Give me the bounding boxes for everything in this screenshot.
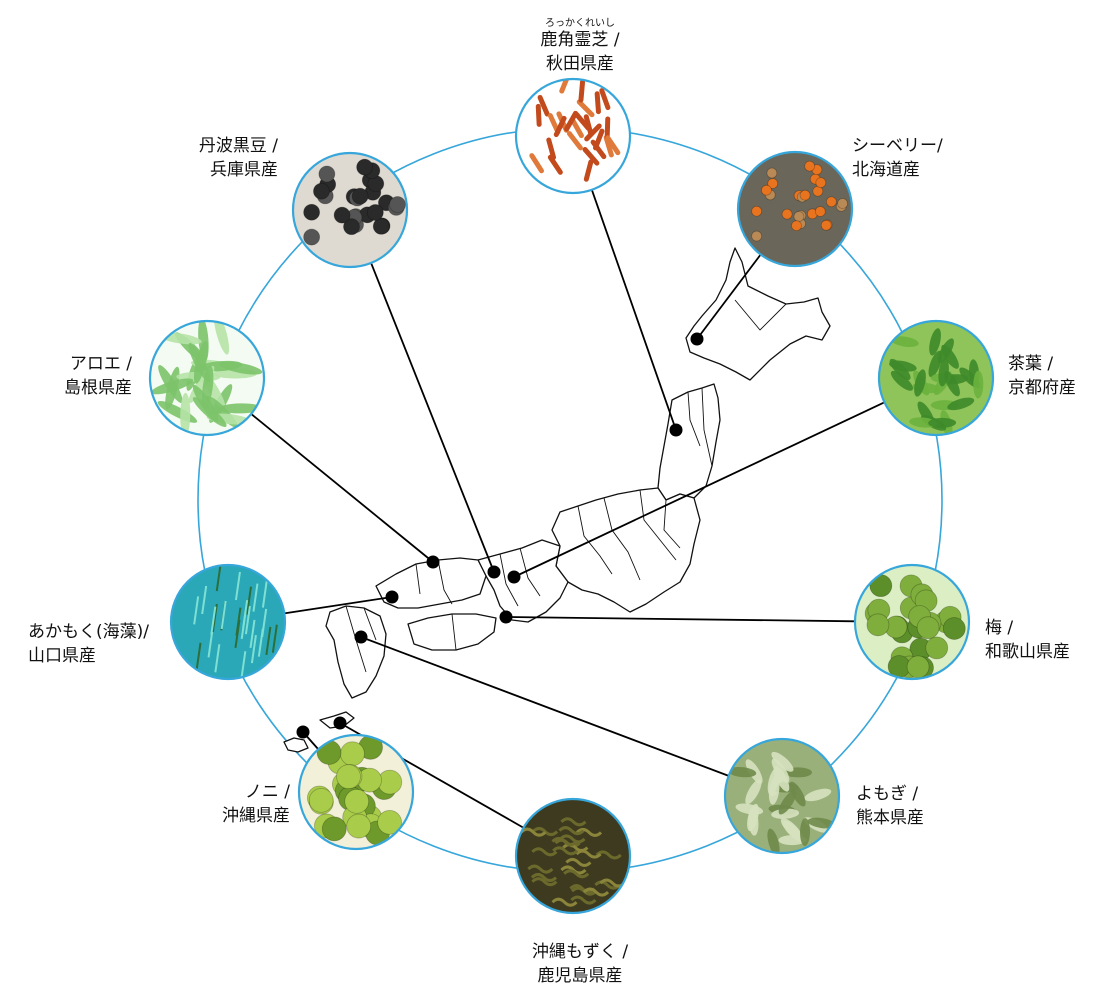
label-mozuku: 沖縄もずく / 鹿児島県産 <box>505 940 655 988</box>
label-seaberry: シーベリー/ 北海道産 <box>852 134 943 182</box>
label-noni-name: ノニ / <box>244 782 290 802</box>
connector-rokkaku <box>590 189 677 431</box>
label-akamoku-name: あかもく(海藻)/ <box>28 622 149 642</box>
connector-aloe <box>250 413 434 563</box>
akamoku-seaweed-icon <box>169 563 287 681</box>
prefecture-border-1 <box>639 489 677 561</box>
kansai-outline <box>477 539 569 623</box>
prefecture-border-8 <box>451 613 457 651</box>
prefecture-border-7 <box>415 563 421 595</box>
mozuku-seaweed-icon <box>514 797 632 915</box>
prefecture-border-4 <box>519 547 541 597</box>
prefecture-border-13 <box>734 299 787 331</box>
connector-ume <box>505 616 856 623</box>
label-kuromame-origin: 兵庫県産 <box>210 160 278 180</box>
prefecture-border-3 <box>663 499 681 549</box>
origin-dot-rokkaku <box>669 423 683 437</box>
ume-plum-icon <box>853 563 971 681</box>
noni-fruit-icon <box>297 733 415 851</box>
origin-dot-yomogi <box>354 630 368 644</box>
reishi-mushroom-icon <box>514 77 632 195</box>
prefecture-border-0 <box>603 497 641 581</box>
connector-akamoku <box>284 596 393 615</box>
connector-yomogi <box>360 636 729 777</box>
prefecture-border-10 <box>363 607 377 641</box>
prefecture-border-2 <box>577 505 613 575</box>
label-rokkaku: ろっかくれいし 鹿角霊芝 / 秋田県産 <box>523 18 637 76</box>
sea-buckthorn-berries-icon <box>736 150 854 268</box>
label-mozuku-origin: 鹿児島県産 <box>537 966 623 986</box>
label-ume-name: 梅 / <box>985 618 1014 638</box>
black-soybeans-icon <box>291 151 409 269</box>
origin-dot-akamoku <box>385 590 399 604</box>
label-noni-origin: 沖縄県産 <box>222 806 290 826</box>
prefecture-border-11 <box>687 391 701 447</box>
connector-tea <box>513 401 885 578</box>
prefecture-border-12 <box>701 387 713 467</box>
label-rokkaku-origin: 秋田県産 <box>546 54 614 74</box>
label-aloe: アロエ / 島根県産 <box>30 352 132 400</box>
label-seaberry-origin: 北海道産 <box>852 160 920 180</box>
label-akamoku: あかもく(海藻)/ 山口県産 <box>28 620 149 668</box>
prefecture-border-5 <box>499 553 519 607</box>
okinawa-outline <box>283 737 309 753</box>
label-akamoku-origin: 山口県産 <box>28 646 96 666</box>
connector-seaberry <box>696 253 762 340</box>
prefecture-border-6 <box>437 559 453 605</box>
label-yomogi: よもぎ / 熊本県産 <box>856 782 924 830</box>
tea-leaves-icon <box>877 319 995 437</box>
shikoku-outline <box>407 613 497 651</box>
label-tea-origin: 京都府産 <box>1008 378 1076 398</box>
hokkaido-outline <box>685 247 831 381</box>
label-kuromame: 丹波黒豆 / 兵庫県産 <box>180 134 278 182</box>
label-aloe-name: アロエ / <box>69 354 132 374</box>
origin-dot-noni <box>296 725 310 739</box>
aloe-icon <box>148 319 266 437</box>
origin-dot-kuromame <box>487 565 501 579</box>
origin-dot-ume <box>499 610 513 624</box>
label-seaberry-name: シーベリー/ <box>852 136 943 156</box>
label-ume: 梅 / 和歌山県産 <box>985 616 1070 664</box>
label-yomogi-name: よもぎ / <box>856 784 919 804</box>
origin-dot-seaberry <box>690 332 704 346</box>
chugoku-outline <box>375 557 487 609</box>
label-rokkaku-ruby: ろっかくれいし <box>545 18 615 29</box>
japan-map <box>283 247 831 753</box>
label-rokkaku-name: 鹿角霊芝 / <box>540 30 620 50</box>
label-kuromame-name: 丹波黒豆 / <box>198 136 278 156</box>
label-tea: 茶葉 / 京都府産 <box>1008 352 1076 400</box>
label-tea-name: 茶葉 / <box>1008 354 1054 374</box>
kyushu-outline <box>325 605 387 699</box>
connector-kuromame <box>370 262 495 573</box>
mugwort-icon <box>723 737 841 855</box>
origin-dot-tea <box>507 570 521 584</box>
origin-dot-aloe <box>426 555 440 569</box>
label-yomogi-origin: 熊本県産 <box>856 808 924 828</box>
label-ume-origin: 和歌山県産 <box>985 642 1070 662</box>
label-mozuku-name: 沖縄もずく / <box>531 942 629 962</box>
label-aloe-origin: 島根県産 <box>64 378 132 398</box>
label-noni: ノニ / 沖縄県産 <box>190 780 290 828</box>
origin-dot-mozuku <box>333 716 347 730</box>
